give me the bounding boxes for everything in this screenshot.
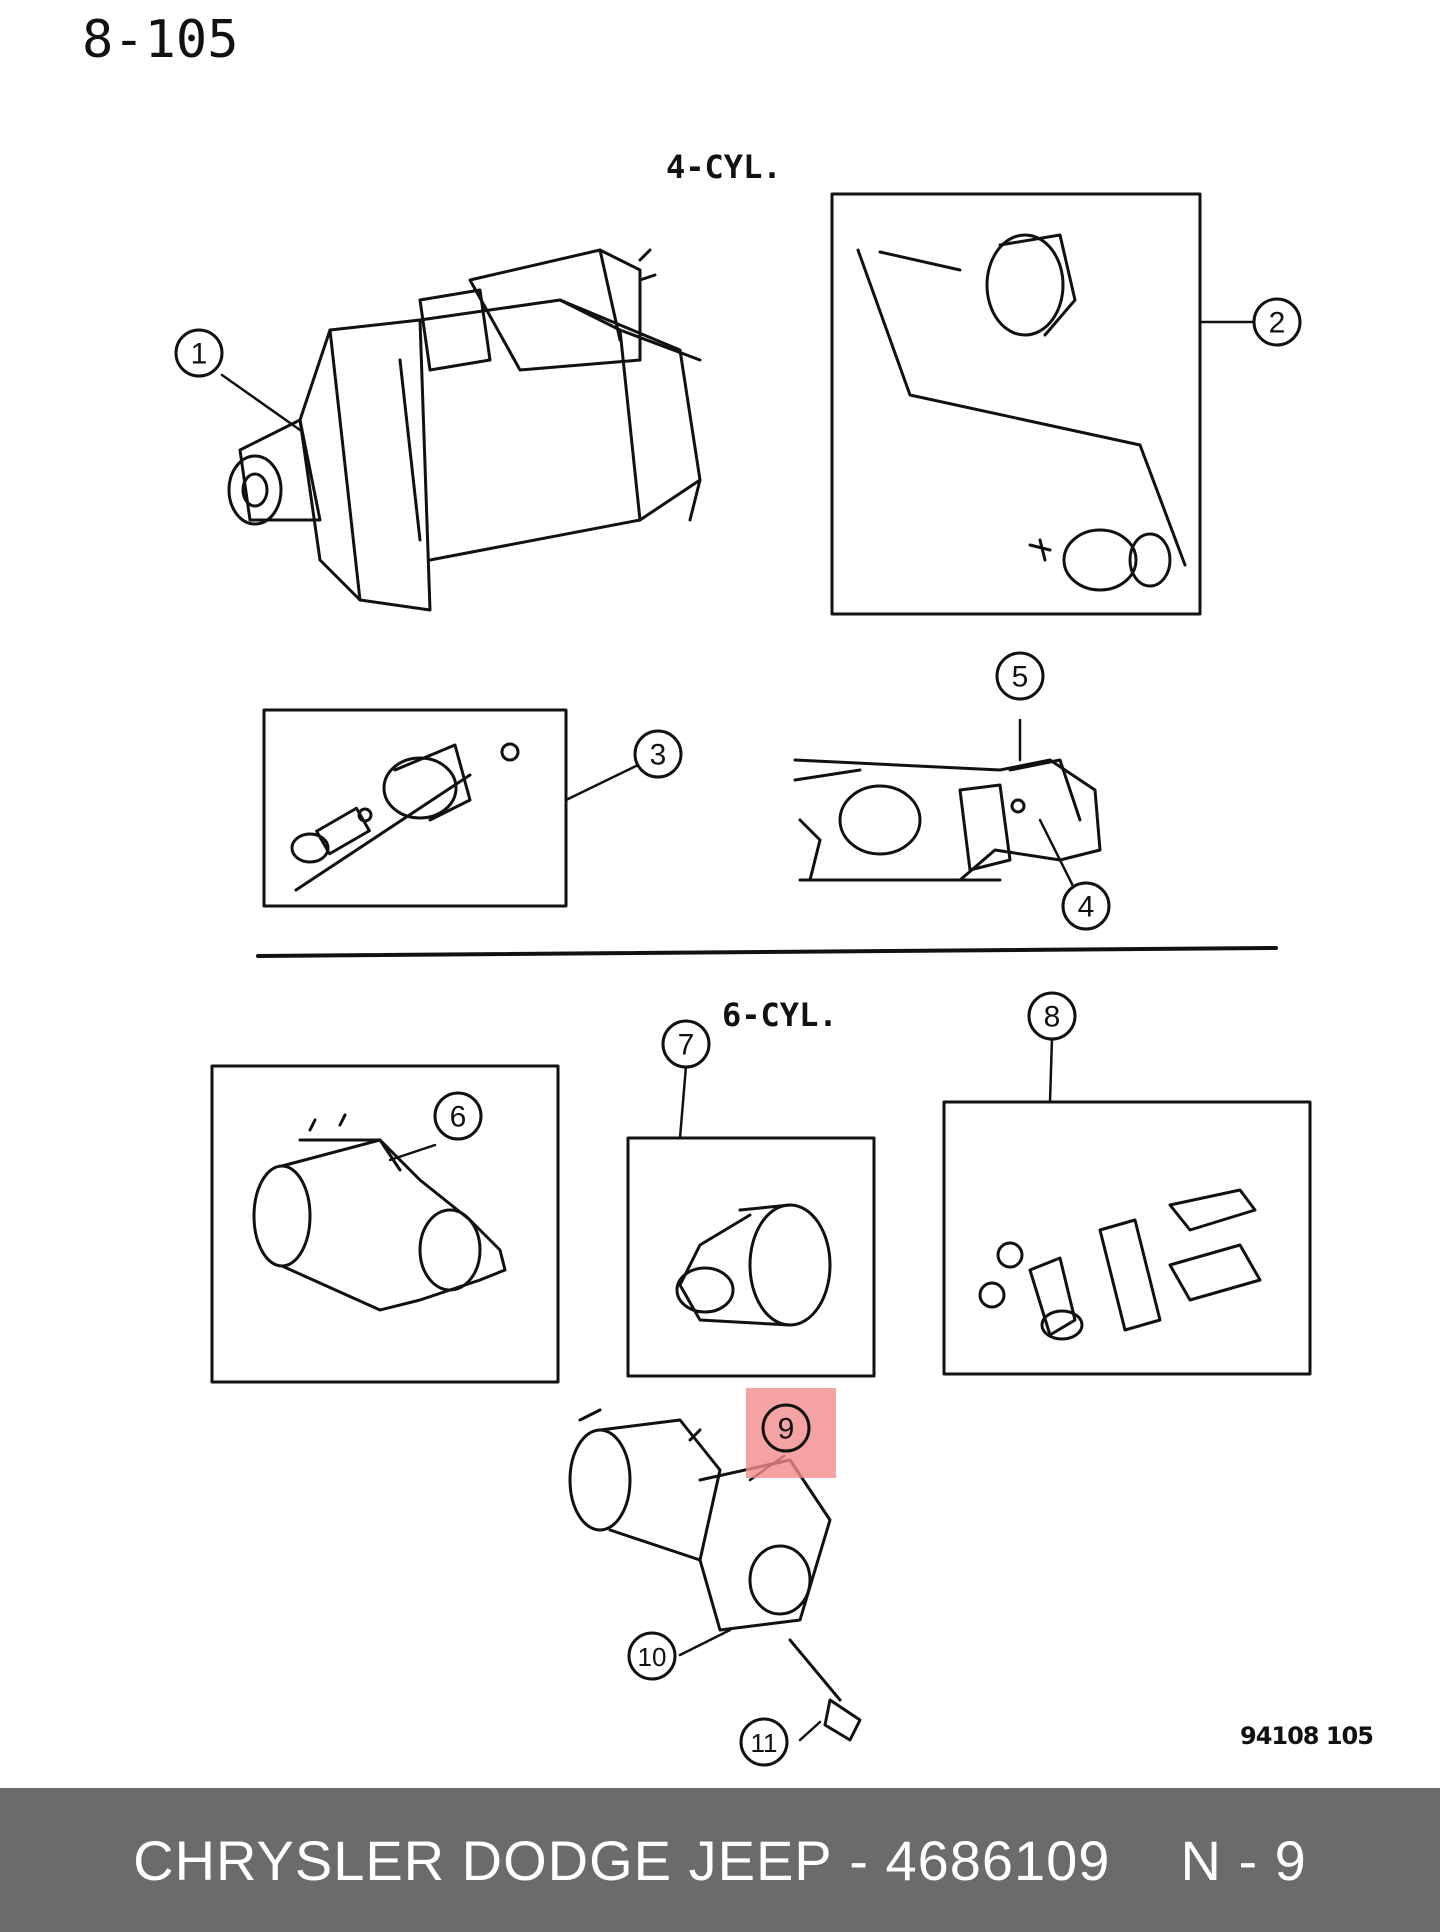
callout-8-label: 8 — [1044, 1001, 1061, 1034]
callout-4-circle — [1061, 881, 1111, 931]
footer-position: N - 9 — [1180, 1828, 1307, 1892]
callout-10-circle — [627, 1631, 677, 1681]
starter-6cyl-illustration — [210, 1064, 560, 1384]
page-number: 8-105 — [82, 10, 239, 70]
callout-8-circle — [1027, 991, 1077, 1041]
callout-5-circle — [995, 651, 1045, 701]
callout-3-label: 3 — [650, 739, 667, 772]
callout-11-label: 11 — [751, 1728, 778, 1758]
callout-9-label: 9 — [778, 1413, 795, 1446]
highlight-box — [746, 1388, 836, 1478]
footer-part-number: 4686109 — [885, 1828, 1111, 1892]
callout-1-label: 1 — [191, 338, 208, 371]
section-divider — [256, 946, 1278, 958]
armature-kit-illustration — [830, 192, 1202, 616]
callout-7-label: 7 — [678, 1029, 695, 1062]
callout-6-label: 6 — [450, 1101, 467, 1134]
starter-mounting-illustration — [793, 758, 1102, 882]
callout-5-label: 5 — [1012, 661, 1029, 694]
callout-4-label: 4 — [1078, 891, 1095, 924]
section-label-4cyl: 4-CYL. — [666, 148, 782, 186]
exploded-parts-diagram: 1 2 3 4 5 6 7 8 9 10 11 — [174, 192, 1312, 1767]
callout-7-circle — [661, 1019, 711, 1069]
callout-2-label: 2 — [1269, 307, 1286, 340]
callout-6-circle — [433, 1091, 483, 1141]
footer-bar: CHRYSLER DODGE JEEP - 4686109 N - 9 — [0, 1788, 1440, 1932]
starter-4cyl-illustration — [227, 248, 702, 612]
callout-2-circle — [1252, 297, 1302, 347]
reference-code: 94108 105 — [1240, 1722, 1374, 1750]
drive-gear-illustration — [626, 1136, 876, 1378]
callout-9-circle — [761, 1403, 811, 1453]
hardware-kit-illustration — [942, 1100, 1312, 1376]
leader-lines — [220, 320, 1258, 1742]
callout-11-circle — [739, 1717, 789, 1767]
footer-separator: - — [849, 1828, 869, 1892]
solenoid-kit-illustration — [262, 708, 568, 908]
footer-brand: CHRYSLER DODGE JEEP — [133, 1828, 833, 1892]
callout-markers — [174, 297, 1302, 1767]
section-label-6cyl: 6-CYL. — [722, 996, 838, 1034]
callout-1-circle — [174, 328, 224, 378]
callout-10-label: 10 — [638, 1642, 667, 1672]
callout-3-circle — [633, 729, 683, 779]
